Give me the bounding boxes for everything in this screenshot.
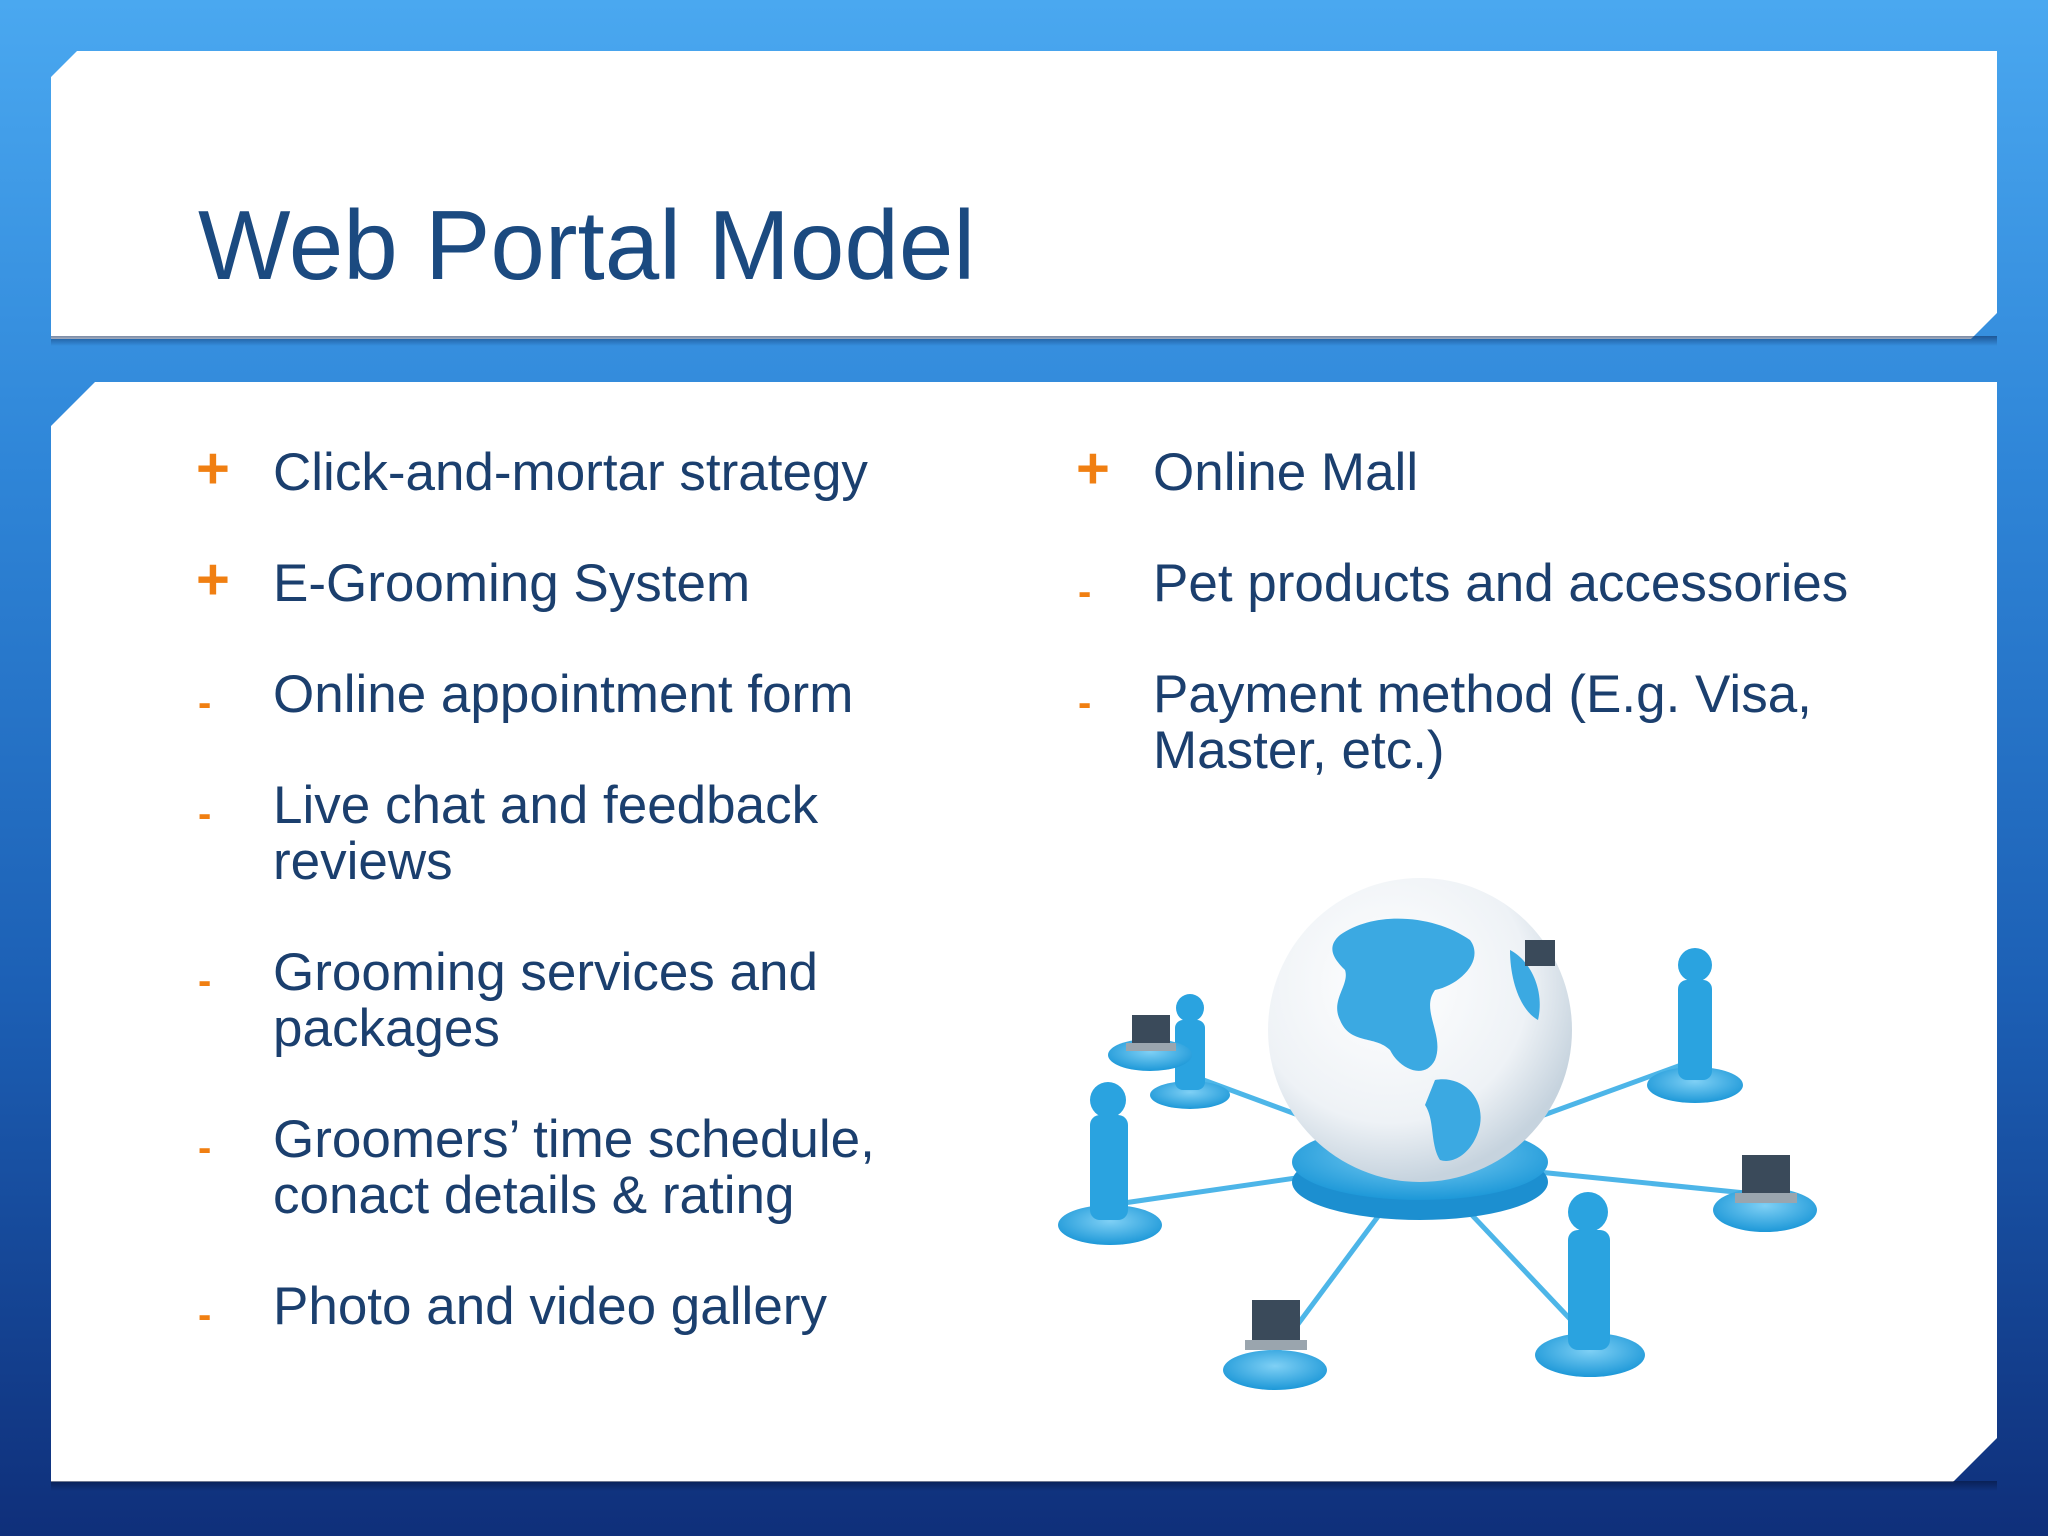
left-bullet-list: + Click-and-mortar strategy + E-Grooming… <box>196 440 958 1338</box>
list-item: - Groomers’ time schedule, conact detail… <box>198 1112 958 1224</box>
content-panel <box>51 382 1997 1482</box>
dash-bullet-icon: - <box>198 959 212 1003</box>
dash-bullet-icon: - <box>198 1293 212 1337</box>
list-item: - Payment method (E.g. Visa, Master, etc… <box>1078 667 1928 779</box>
person-figure <box>1150 994 1230 1109</box>
page-title: Web Portal Model <box>198 190 976 300</box>
person-figure <box>1535 1192 1645 1377</box>
plus-bullet-icon: + <box>1076 436 1110 501</box>
right-bullet-list: + Online Mall - Pet products and accesso… <box>1076 440 1928 779</box>
list-item: + Online Mall <box>1076 440 1928 502</box>
list-item: - Photo and video gallery <box>198 1277 958 1338</box>
list-item-text: Photo and video gallery <box>273 1277 827 1336</box>
person-figure <box>1058 1082 1162 1245</box>
dash-bullet-icon: - <box>1078 681 1092 725</box>
list-item-text: Live chat and feedback <box>273 776 819 835</box>
content-panel-shadow <box>51 1481 1997 1491</box>
list-item-text: Click-and-mortar strategy <box>273 443 868 502</box>
list-item: - Pet products and accessories <box>1078 554 1928 615</box>
list-item: - Live chat and feedback reviews <box>198 778 958 890</box>
list-item-text: Grooming services and <box>273 943 818 1002</box>
list-item-text: Groomers’ time schedule, <box>273 1110 875 1169</box>
list-item: - Grooming services and packages <box>198 945 958 1057</box>
plus-bullet-icon: + <box>196 547 230 612</box>
list-item-text: Pet products and accessories <box>1153 554 1849 613</box>
list-item-text: Online Mall <box>1153 443 1419 502</box>
list-item: + Click-and-mortar strategy <box>196 440 958 502</box>
list-item-text: reviews <box>273 832 453 891</box>
laptop-icon <box>1223 1300 1327 1390</box>
list-item: + E-Grooming System <box>196 551 958 613</box>
dash-bullet-icon: - <box>198 681 212 725</box>
list-item-text: conact details & rating <box>273 1166 795 1225</box>
list-item-text: packages <box>273 999 500 1058</box>
list-item-text: E-Grooming System <box>273 554 751 613</box>
dash-bullet-icon: - <box>198 1126 212 1170</box>
list-item: - Online appointment form <box>198 665 958 726</box>
list-item-text: Online appointment form <box>273 665 854 724</box>
list-item-text: Payment method (E.g. Visa, <box>1153 665 1812 724</box>
dash-bullet-icon: - <box>198 792 212 836</box>
plus-bullet-icon: + <box>196 436 230 501</box>
person-figure <box>1647 948 1743 1103</box>
laptop-icon <box>1108 1015 1192 1071</box>
globe-network-illustration <box>1040 860 1840 1440</box>
globe-network-icon <box>1058 878 1817 1390</box>
title-panel <box>51 51 1997 339</box>
dash-bullet-icon: - <box>1078 570 1092 614</box>
list-item-text: Master, etc.) <box>1153 721 1445 780</box>
laptop-icon <box>1713 1155 1817 1232</box>
laptop-icon <box>1525 940 1555 966</box>
title-panel-shadow <box>51 336 1997 346</box>
